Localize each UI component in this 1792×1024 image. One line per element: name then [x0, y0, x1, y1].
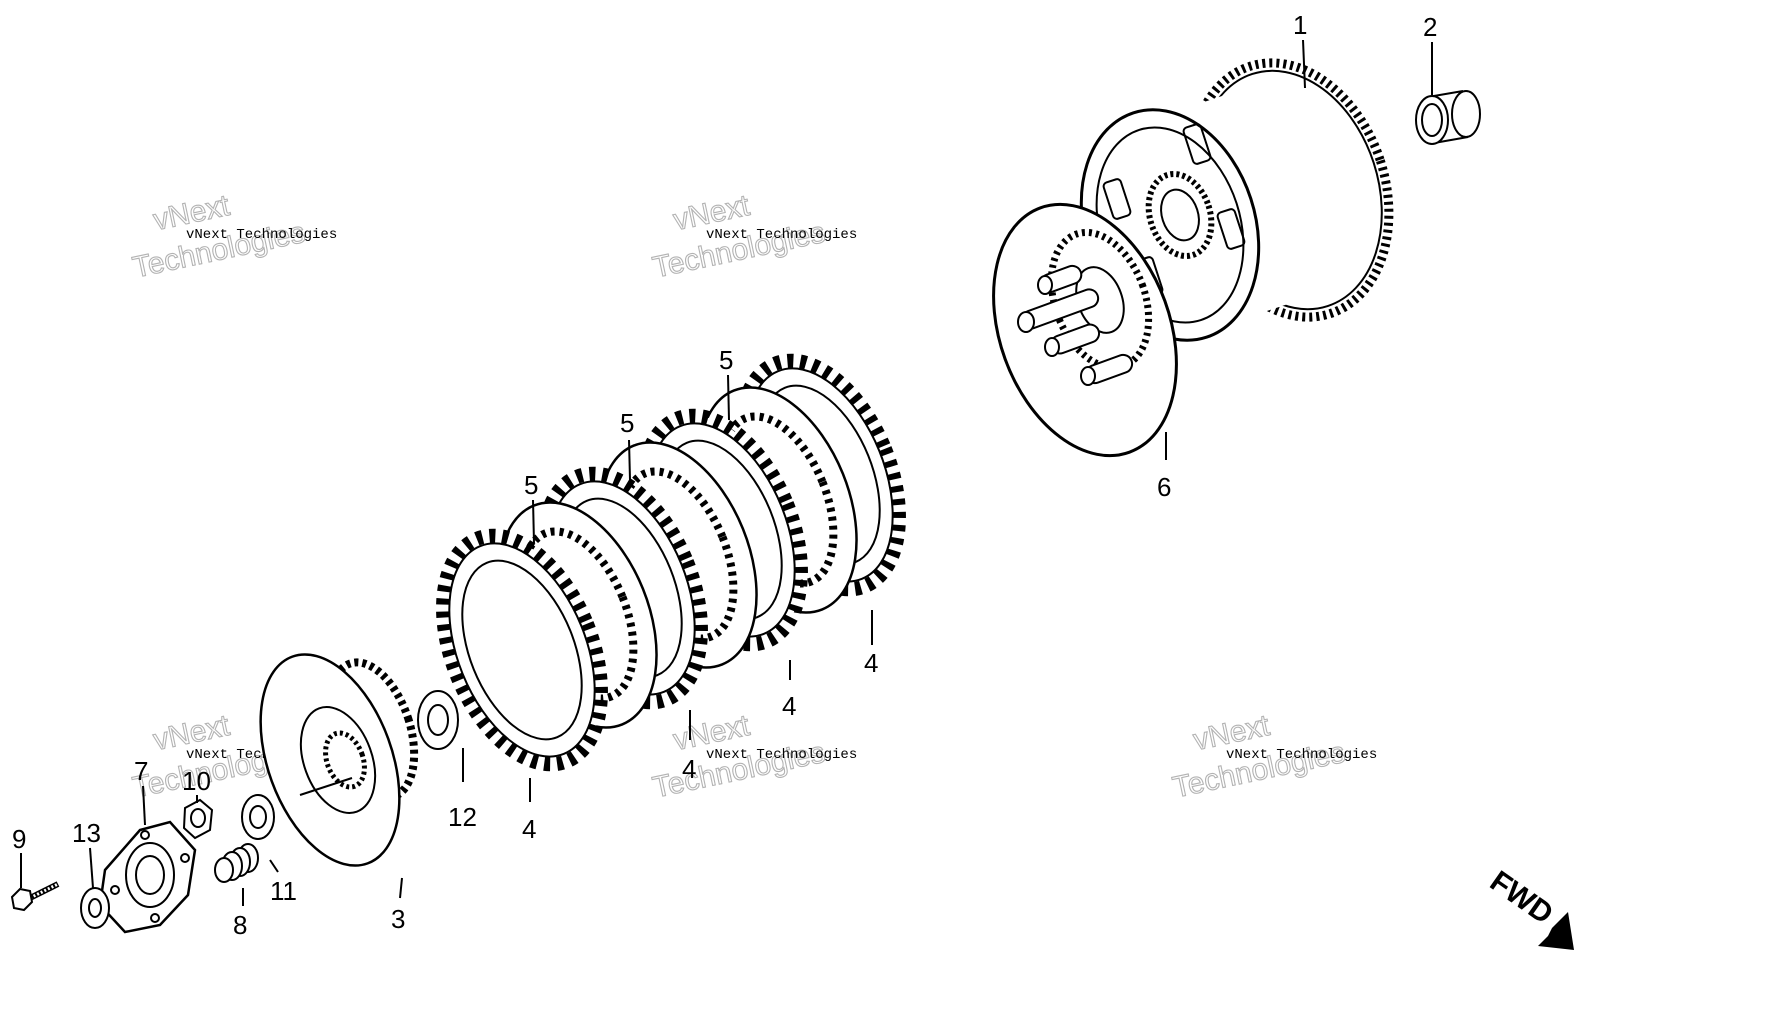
- pressure-plate-boss: [1044, 323, 1101, 357]
- callout-3: 3: [391, 904, 405, 934]
- callout-9: 9: [12, 824, 26, 854]
- callout-4d: 4: [864, 648, 878, 678]
- callout-7: 7: [134, 756, 148, 786]
- watermark: vNext Technologies vNext Technologies: [1169, 708, 1377, 805]
- callout-4c: 4: [782, 691, 796, 721]
- washer-11: [241, 794, 275, 840]
- watermark: vNext Technologies vNext Technologies: [649, 708, 857, 805]
- fwd-arrow-icon: [1538, 912, 1574, 950]
- pressure-plate-boss: [1017, 288, 1100, 333]
- pressure-plate-boss: [1080, 353, 1134, 386]
- lifter-plate-7: [98, 820, 197, 934]
- callout-1: 1: [1293, 10, 1307, 40]
- pressure-plate: [992, 202, 1178, 458]
- bearing-13: [80, 887, 110, 929]
- forward-direction-indicator: FWD: [1484, 865, 1574, 950]
- clutch-outer-collar: [1415, 90, 1481, 145]
- callout-12: 12: [448, 802, 477, 832]
- leader-lines: [20, 39, 1433, 906]
- svg-text:vNext Technologies: vNext Technologies: [186, 227, 337, 243]
- callout-4a: 4: [522, 814, 536, 844]
- callout-8: 8: [233, 910, 247, 940]
- clutch-spring-8: [214, 843, 259, 883]
- callout-4b: 4: [682, 754, 696, 784]
- callout-13: 13: [72, 818, 101, 848]
- pressure-plate-boss: [1037, 264, 1083, 295]
- callout-6: 6: [1157, 472, 1171, 502]
- callout-10: 10: [182, 766, 211, 796]
- callout-5b: 5: [620, 408, 634, 438]
- friction-disc-4a: [436, 528, 608, 772]
- clutch-center: [259, 653, 419, 867]
- watermark: vNext Technologies vNext Technologies: [129, 188, 337, 285]
- callout-5a: 5: [524, 470, 538, 500]
- fwd-label: FWD: [1484, 865, 1559, 931]
- svg-text:vNext Technologies: vNext Technologies: [1226, 747, 1377, 763]
- thrust-washer-12: [417, 690, 459, 750]
- svg-text:vNext Technologies: vNext Technologies: [706, 227, 857, 243]
- lock-nut-10: [182, 798, 214, 840]
- bolt-9: [10, 881, 60, 912]
- svg-text:vNext Technologies: vNext Technologies: [706, 747, 857, 763]
- watermark: vNext Technologies vNext Technologies: [649, 188, 857, 285]
- callout-11: 11: [270, 876, 297, 906]
- callout-5c: 5: [719, 345, 733, 375]
- callout-2: 2: [1423, 12, 1437, 42]
